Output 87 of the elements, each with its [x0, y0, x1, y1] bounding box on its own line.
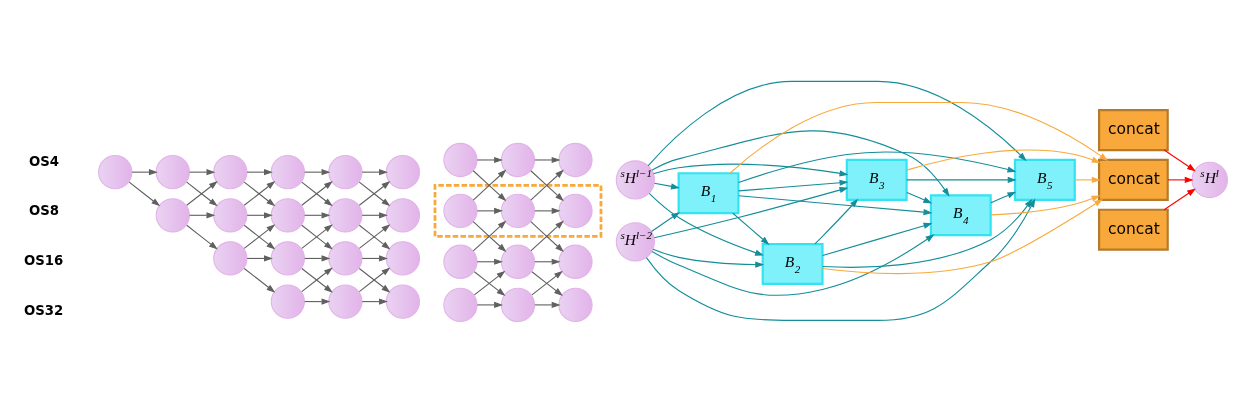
- arrow: [301, 267, 333, 293]
- node-circle: [270, 198, 305, 233]
- arrow: [243, 267, 276, 293]
- arrow: [822, 198, 1033, 268]
- arrow: [652, 248, 765, 268]
- node-circle: [443, 142, 478, 178]
- node-circle: [155, 198, 190, 233]
- node-box: B$_{1}$: [677, 172, 740, 215]
- node-box: B$_{2}$: [761, 242, 824, 285]
- cluster: [433, 184, 603, 238]
- arrow: [814, 198, 859, 245]
- node-circle: $^{s}$H$^{l−1}$: [615, 160, 655, 200]
- arrow: [476, 301, 503, 309]
- label: OS8: [28, 203, 60, 219]
- arrow: [652, 163, 849, 177]
- arrow: [650, 211, 681, 233]
- label: OS16: [23, 253, 64, 269]
- arrow: [738, 195, 933, 216]
- node-box: B$_{4}$: [929, 194, 992, 237]
- arrow: [738, 179, 849, 192]
- node-box: B$_{3}$: [845, 158, 908, 201]
- node-circle: [443, 244, 478, 279]
- node-circle: [385, 284, 421, 319]
- arrow: [648, 192, 764, 256]
- node-circle: [443, 287, 478, 323]
- arrow: [246, 169, 273, 176]
- node-circle: [328, 284, 363, 319]
- arrow: [822, 222, 933, 257]
- arrow: [128, 181, 161, 207]
- node-circle: [558, 193, 593, 229]
- node-circle: [270, 155, 305, 190]
- arrow: [653, 187, 849, 239]
- arrow: [906, 191, 933, 204]
- arrow: [1163, 188, 1196, 211]
- arrow: [476, 156, 503, 164]
- node-box: concat: [1097, 158, 1169, 201]
- node-circle: [270, 284, 305, 319]
- node-box: concat: [1097, 208, 1169, 251]
- node-circle: [558, 287, 593, 323]
- arrow: [990, 191, 1017, 204]
- node-circle: [443, 193, 478, 229]
- node-circle: [500, 287, 536, 323]
- node-circle: [385, 198, 421, 233]
- arrow: [651, 130, 950, 197]
- node-circle: $^{s}$H$^{l−2}$: [615, 222, 655, 262]
- label: OS4: [28, 153, 60, 169]
- node-circle: [213, 198, 248, 233]
- node-circle: [500, 142, 536, 178]
- node-circle: [328, 198, 363, 233]
- node-circle: [98, 155, 133, 190]
- arrow: [732, 212, 770, 245]
- arrow: [1167, 176, 1194, 183]
- node-box: B$_{5}$: [1013, 158, 1076, 201]
- arrow: [647, 80, 1027, 167]
- node-circle: [558, 244, 593, 279]
- node-circle: [500, 193, 536, 229]
- arrow: [738, 151, 1017, 184]
- arrow: [534, 207, 561, 214]
- node-circle: [155, 155, 190, 190]
- node-circle: [558, 142, 593, 178]
- node-box: concat: [1097, 109, 1169, 152]
- arrow: [1163, 149, 1196, 172]
- node-circle: [328, 155, 363, 190]
- label: OS32: [23, 302, 64, 318]
- node-circle: [385, 241, 421, 276]
- node-circle: [270, 241, 305, 276]
- arrow: [186, 224, 218, 250]
- arrow: [906, 176, 1017, 183]
- node-circle: [500, 244, 536, 279]
- node-circle: [328, 241, 363, 276]
- arrow: [476, 207, 503, 214]
- arrow: [534, 301, 561, 309]
- node-circle: [385, 155, 421, 190]
- arrow: [534, 156, 561, 164]
- arrow: [131, 169, 158, 176]
- arrow: [906, 149, 1101, 171]
- arrow: [651, 234, 935, 296]
- node-circle: $^{s}$H$^{l}$: [1191, 161, 1228, 199]
- node-circle: [213, 155, 248, 190]
- arrow: [358, 267, 391, 293]
- arrow: [189, 169, 216, 176]
- node-circle: [213, 241, 248, 276]
- arrow: [304, 169, 331, 176]
- arrow: [729, 101, 1109, 174]
- arrow: [653, 182, 680, 190]
- arrow: [361, 169, 388, 176]
- arrow: [1074, 176, 1101, 183]
